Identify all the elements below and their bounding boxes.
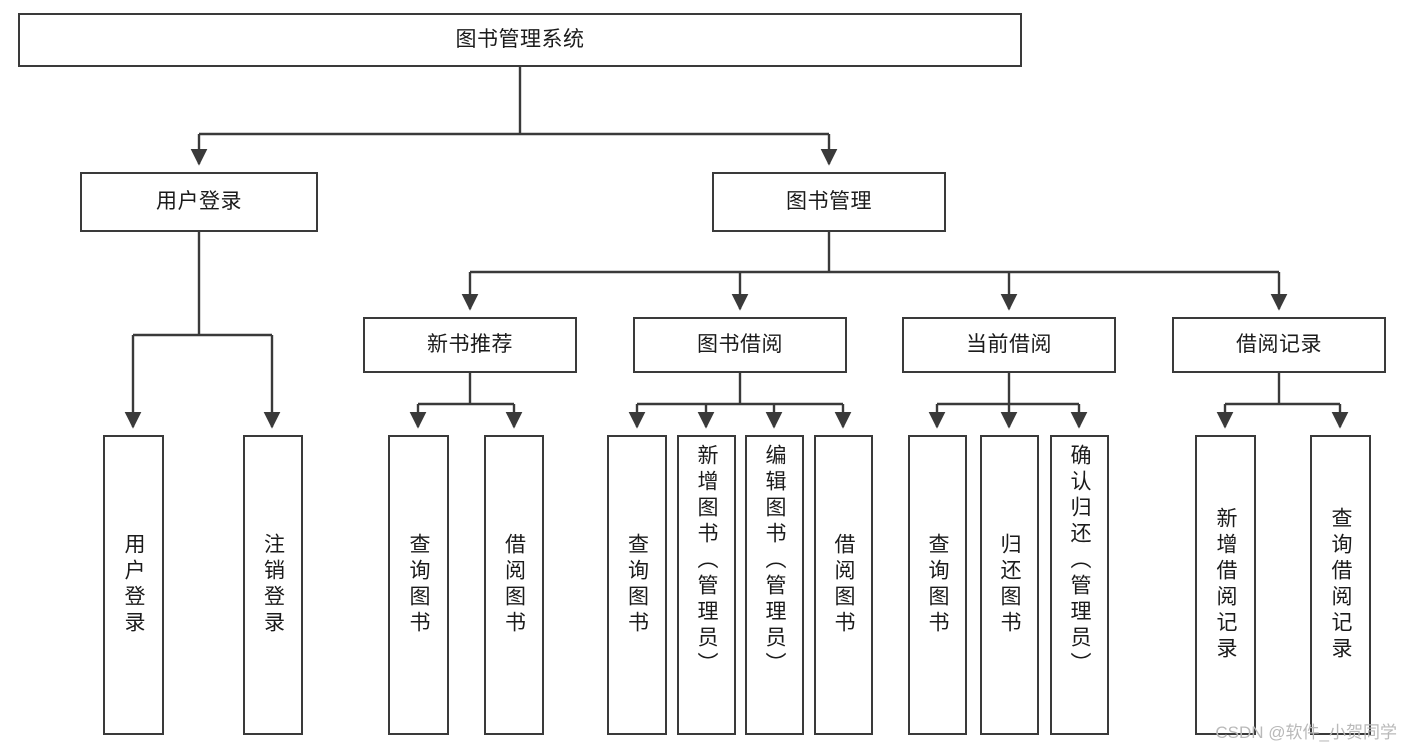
leaf-edit-book-label: 编辑图书（管理员）: [763, 444, 786, 678]
leaf-query-book-2[interactable]: 查询图书: [607, 435, 667, 735]
leaf-add-record-label: 新增借阅记录: [1214, 507, 1237, 663]
leaf-add-record[interactable]: 新增借阅记录: [1195, 435, 1256, 735]
leaf-logout[interactable]: 注销登录: [243, 435, 303, 735]
leaf-query-book-1-label: 查询图书: [407, 533, 430, 637]
leaf-confirm-return-label: 确认归还（管理员）: [1068, 444, 1091, 678]
node-root[interactable]: 图书管理系统: [18, 13, 1022, 67]
node-book-manage[interactable]: 图书管理: [712, 172, 946, 232]
node-user-login-label: 用户登录: [156, 189, 242, 213]
node-borrow-record[interactable]: 借阅记录: [1172, 317, 1386, 373]
leaf-edit-book[interactable]: 编辑图书（管理员）: [745, 435, 804, 735]
leaf-borrow-book-1[interactable]: 借阅图书: [484, 435, 544, 735]
leaf-borrow-book-2-label: 借阅图书: [832, 533, 855, 637]
node-root-label: 图书管理系统: [455, 27, 585, 51]
leaf-query-record-label: 查询借阅记录: [1329, 507, 1352, 663]
leaf-query-book-1[interactable]: 查询图书: [388, 435, 449, 735]
leaf-query-book-2-label: 查询图书: [625, 533, 649, 637]
node-current-borrow[interactable]: 当前借阅: [902, 317, 1116, 373]
node-book-borrow[interactable]: 图书借阅: [633, 317, 847, 373]
node-new-book-rec-label: 新书推荐: [427, 332, 513, 356]
leaf-user-login[interactable]: 用户登录: [103, 435, 164, 735]
leaf-query-record[interactable]: 查询借阅记录: [1310, 435, 1371, 735]
leaf-return-book-label: 归还图书: [998, 533, 1021, 637]
leaf-query-book-3[interactable]: 查询图书: [908, 435, 967, 735]
node-book-borrow-label: 图书借阅: [697, 332, 783, 356]
node-borrow-record-label: 借阅记录: [1236, 332, 1322, 356]
leaf-borrow-book-1-label: 借阅图书: [502, 533, 526, 637]
leaf-add-book-label: 新增图书（管理员）: [695, 444, 718, 678]
node-book-manage-label: 图书管理: [786, 189, 872, 213]
leaf-query-book-3-label: 查询图书: [926, 533, 949, 637]
node-new-book-rec[interactable]: 新书推荐: [363, 317, 577, 373]
node-user-login[interactable]: 用户登录: [80, 172, 318, 232]
leaf-return-book[interactable]: 归还图书: [980, 435, 1039, 735]
leaf-confirm-return[interactable]: 确认归还（管理员）: [1050, 435, 1109, 735]
leaf-borrow-book-2[interactable]: 借阅图书: [814, 435, 873, 735]
node-current-borrow-label: 当前借阅: [966, 332, 1052, 356]
leaf-add-book[interactable]: 新增图书（管理员）: [677, 435, 736, 735]
leaf-logout-label: 注销登录: [261, 533, 285, 637]
leaf-user-login-label: 用户登录: [122, 533, 145, 637]
